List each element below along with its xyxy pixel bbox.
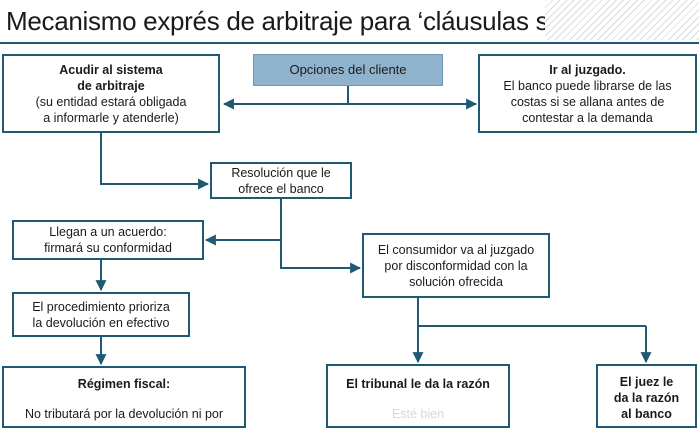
client-options-label: Opciones del cliente (289, 62, 407, 77)
client-options-box: Opciones del cliente (253, 54, 443, 86)
judge-box: El juez le da la razón al banco (596, 364, 697, 428)
consumer-court-line-1: El consumidor va al juzgado (377, 242, 535, 257)
judge-heading-3: al banco (621, 407, 672, 421)
agreement-box: Llegan a un acuerdo: firmará su conformi… (12, 220, 204, 260)
tribunal-heading: El tribunal le da la razón (346, 377, 490, 391)
decorative-hatch (545, 0, 699, 40)
tax-body-1: No tributará por la devolución ni por (24, 407, 224, 421)
consumer-court-line-3: solución ofrecida (409, 274, 503, 289)
court-body-2: costas si se allana antes de (510, 94, 665, 109)
consumer-court-line-2: por disconformidad con la (384, 258, 528, 273)
resolution-line-2: ofrece el banco (238, 181, 324, 196)
arbitration-body-2: a informarle y atenderle) (43, 110, 179, 125)
judge-heading-2: da la razón (613, 391, 680, 405)
title-divider (0, 42, 699, 44)
consumer-court-box: El consumidor va al juzgado por disconfo… (362, 233, 550, 298)
court-body-1: El banco puede librarse de las (503, 78, 672, 93)
tribunal-box: El tribunal le da la razón Esté bien (326, 364, 510, 428)
arbitration-body-1: (su entidad estará obligada (35, 94, 187, 109)
tax-regime-box: Régimen fiscal: No tributará por la devo… (2, 366, 246, 428)
agreement-line-1: Llegan a un acuerdo: (49, 225, 167, 239)
judge-heading-1: El juez le (619, 375, 674, 389)
arbitration-box: Acudir al sistema de arbitraje (su entid… (2, 54, 220, 133)
court-body-3: contestar a la demanda (522, 110, 653, 125)
agreement-line-2: firmará su conformidad (44, 241, 172, 255)
refund-line-2: la devolución en efectivo (32, 315, 170, 330)
connector-consumer-stem (417, 298, 646, 327)
refund-line-1: El procedimiento prioriza (32, 299, 170, 314)
tribunal-body-1: Esté bien (391, 407, 445, 421)
tax-heading: Régimen fiscal: (77, 377, 171, 391)
court-heading: Ir al juzgado. (549, 62, 626, 77)
arbitration-heading-2: de arbitraje (77, 78, 145, 93)
resolution-box: Resolución que le ofrece el banco (210, 162, 352, 199)
page-title: Mecanismo exprés de arbitraje para ‘cláu… (6, 6, 602, 36)
arbitration-heading-1: Acudir al sistema (59, 62, 163, 77)
connector-resolution-stem (280, 199, 362, 274)
arrow-arbitration-to-resolution (100, 133, 210, 190)
resolution-line-1: Resolución que le (231, 165, 331, 180)
refund-box: El procedimiento prioriza la devolución … (12, 292, 190, 337)
court-box: Ir al juzgado. El banco puede librarse d… (478, 54, 697, 133)
